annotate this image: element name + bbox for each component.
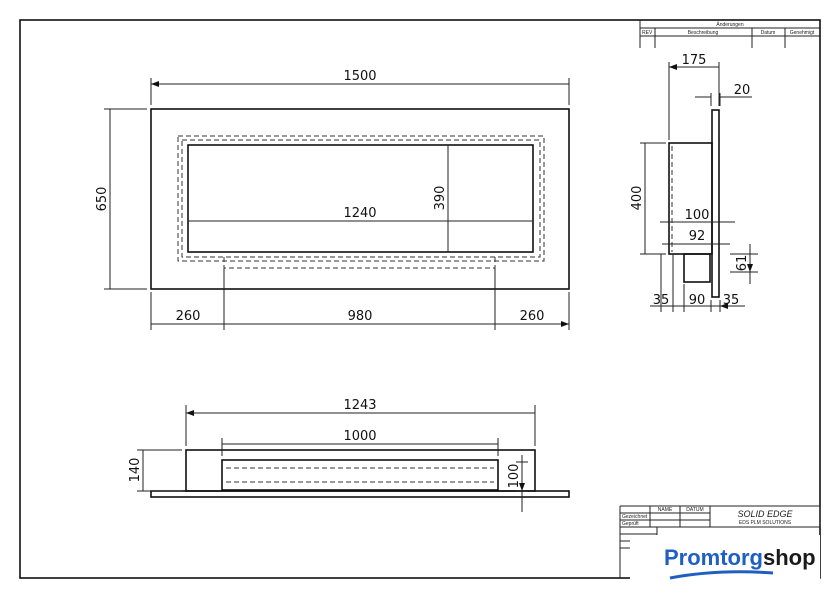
dim-plate: 20 [734, 83, 751, 98]
vendor-label: EDS PLM SOLUTIONS [739, 520, 792, 526]
name-header: NAME [658, 507, 673, 513]
dim-opening-width: 1240 [343, 206, 376, 221]
logo-part2: shop [763, 545, 816, 570]
top-view: 1243 1000 140 100 [128, 398, 570, 512]
drawn-label: Gezeichnet [622, 514, 648, 520]
dim-100: 100 [685, 208, 710, 223]
revision-title: Änderungen [716, 21, 743, 28]
checked-label: Geprüft [622, 521, 639, 527]
dim-top-width: 1243 [343, 398, 376, 413]
dim-35-right: 35 [723, 293, 740, 308]
approved-header: Genehmigt [790, 30, 815, 36]
dim-90: 90 [689, 293, 706, 308]
revision-table: Änderungen REV Beschreibung Datum Genehm… [639, 20, 820, 48]
dim-top-inner: 1000 [343, 429, 376, 444]
logo-swoosh-icon [669, 570, 774, 580]
side-view: 175 20 400 100 92 61 35 90 35 [630, 53, 758, 312]
dim-slot: 980 [348, 309, 373, 324]
sheet-border [19, 19, 821, 579]
dim-side-height: 400 [630, 186, 645, 211]
dim-61: 61 [735, 255, 750, 272]
dim-left: 260 [176, 309, 201, 324]
dim-right: 260 [520, 309, 545, 324]
promtorgshop-logo: Promtorgshop [664, 545, 816, 571]
dim-side-depth: 175 [682, 53, 707, 68]
description-header: Beschreibung [688, 30, 719, 36]
date-col-header: DATUM [686, 507, 703, 513]
dim-height: 650 [95, 187, 110, 212]
logo-part1: Promtorg [664, 545, 763, 570]
dim-top-inner-depth: 100 [507, 464, 522, 489]
dim-92: 92 [689, 229, 706, 244]
software-label: SOLID EDGE [737, 509, 793, 519]
date-header: Datum [761, 30, 776, 36]
front-view: 1500 650 390 1240 260 980 260 [95, 69, 569, 330]
dim-width: 1500 [343, 69, 376, 84]
dim-top-depth: 140 [128, 458, 143, 483]
rev-header: REV [642, 30, 653, 36]
dim-35-left: 35 [653, 293, 670, 308]
dim-opening-height: 390 [433, 186, 448, 211]
